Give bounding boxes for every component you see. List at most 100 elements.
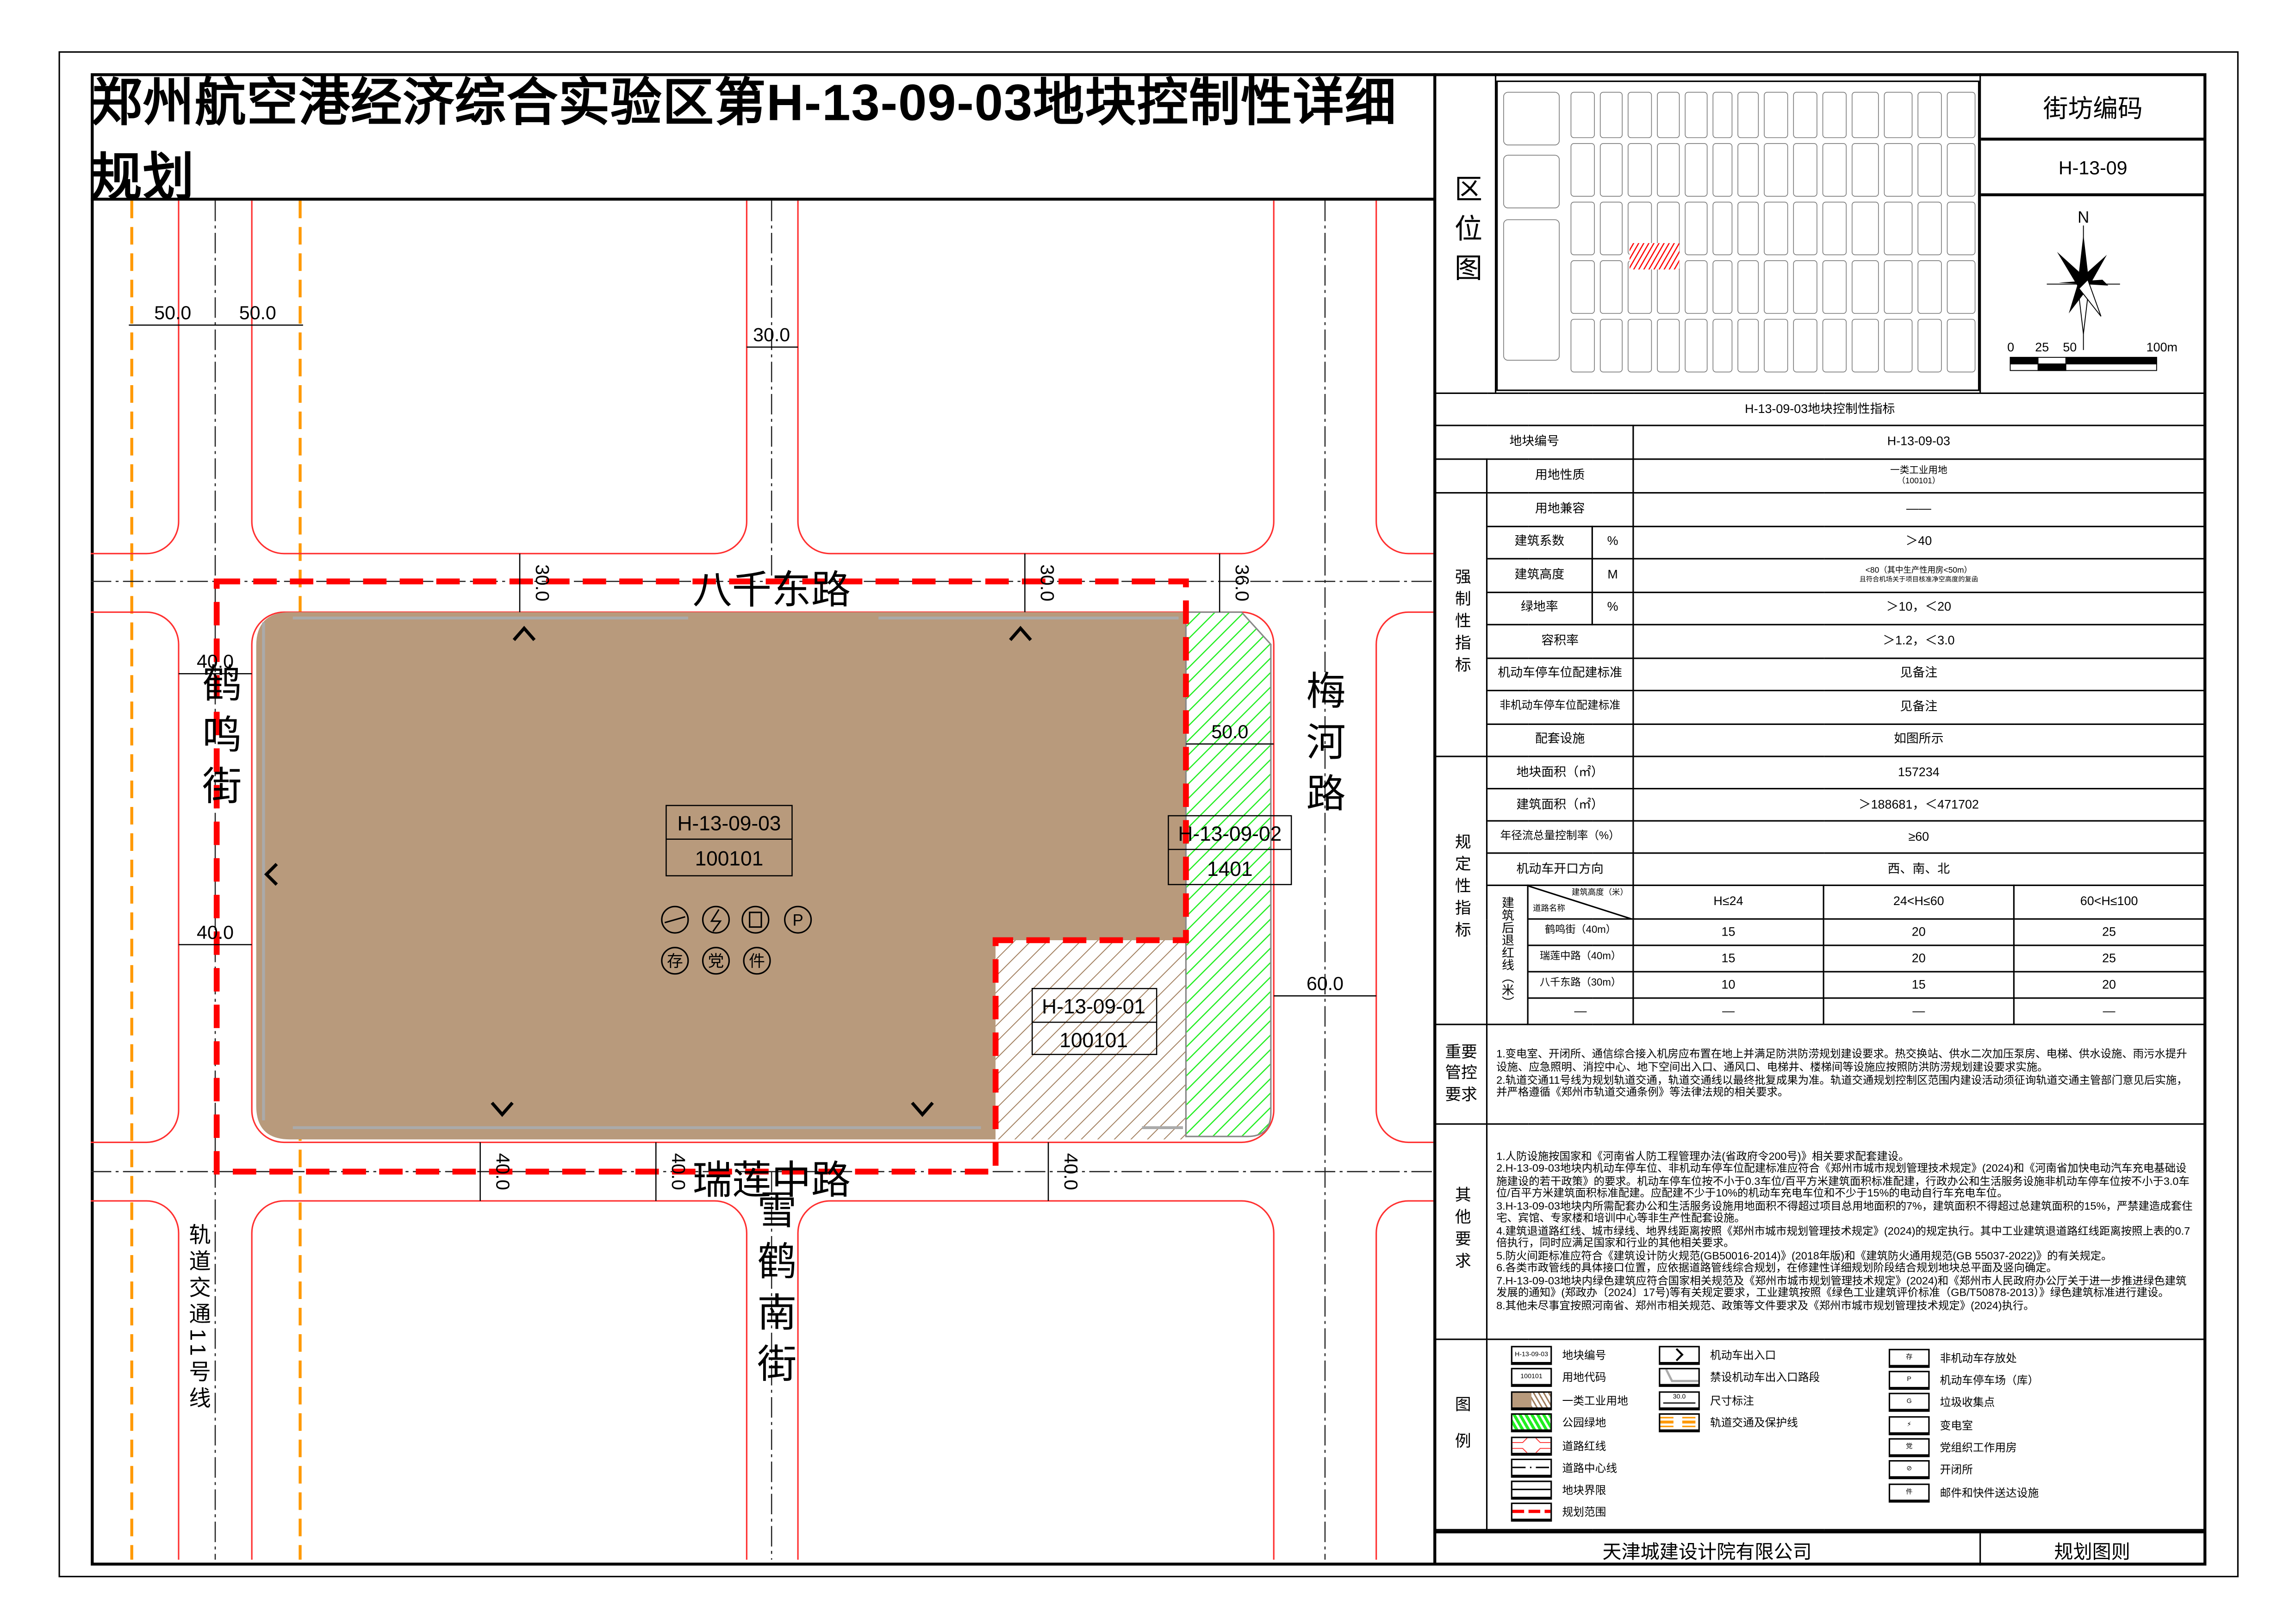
locator-block — [1917, 319, 1942, 373]
svg-text:50.0: 50.0 — [154, 302, 191, 324]
legend-item-bike-parking: 存非机动车存放处 — [1888, 1348, 2017, 1368]
locator-block — [1737, 92, 1759, 138]
locator-block — [1685, 143, 1708, 197]
row-value: ＞1.2，＜3.0 — [1632, 624, 2205, 658]
setback-label: 建筑后退红线（米） — [1486, 884, 1529, 1025]
locator-block — [1503, 219, 1560, 361]
svg-text:25: 25 — [2035, 340, 2049, 354]
locator-block — [1822, 201, 1847, 256]
locator-block — [1793, 92, 1817, 138]
locator-block — [1947, 143, 1976, 197]
row-label: 用地兼容 — [1486, 492, 1634, 527]
svg-text:30.0: 30.0 — [532, 564, 553, 601]
locator-block — [1764, 201, 1788, 256]
road-name-hmj: 鹤鸣街 — [196, 662, 242, 816]
locator-block — [1570, 260, 1595, 314]
locator-block — [1503, 92, 1560, 145]
locator-block — [1822, 143, 1847, 197]
row-unit: % — [1591, 525, 1634, 560]
parcel-label-h-13-09-03: H-13-09-03 100101 — [666, 805, 793, 877]
setback-corner-header: 建筑高度（米）道路名称 — [1527, 884, 1634, 920]
substation-icon — [702, 906, 730, 934]
legend-item-road-red-line: 道路红线 — [1511, 1436, 1606, 1455]
north-label: N — [2078, 209, 2089, 226]
road-name-bqdl: 八千东路 — [692, 568, 851, 612]
row-label: 建筑面积（㎡） — [1486, 787, 1634, 822]
locator-block — [1599, 201, 1623, 256]
row-label: 建筑高度 — [1486, 558, 1593, 593]
locator-block — [1570, 201, 1595, 256]
vehicle-entrance-arrows — [264, 625, 1032, 1117]
locator-block — [1737, 143, 1759, 197]
sheet-name: 规划图则 — [2054, 1540, 2130, 1562]
legend-item-no-entrance: 禁设机动车出入口路段 — [1659, 1367, 1820, 1387]
svg-text:40.0: 40.0 — [197, 922, 234, 943]
legend-item-switch-station: ⊘开闭所 — [1888, 1459, 1973, 1479]
locator-block — [1917, 201, 1942, 256]
parcel-h-13-09-01-fill[interactable] — [996, 940, 1186, 1140]
svg-text:30.0: 30.0 — [1037, 564, 1058, 601]
parcel-h-13-09-02-fill[interactable] — [1185, 611, 1272, 1137]
road-names: 八千东路 瑞莲中路 鹤鸣街 梅河路 雪鹤南街 轨道交通11号线 — [186, 568, 1345, 1413]
row-value: H-13-09-03 — [1632, 425, 2205, 460]
locator-label: 区位图 — [1436, 73, 1497, 393]
party-room-icon: 党 — [702, 947, 730, 975]
svg-text:H-13-09-02: H-13-09-02 — [1178, 823, 1282, 845]
row-value: ＞188681，＜471702 — [1632, 787, 2205, 822]
locator-block — [1822, 319, 1847, 373]
legend-item-planning-scope: 规划范围 — [1511, 1502, 1606, 1521]
row-label: 地块编号 — [1435, 425, 1634, 460]
svg-text:50: 50 — [2063, 340, 2077, 354]
table-title: H-13-09-03地块控制性指标 — [1435, 392, 2205, 426]
mandatory-group-label: 强制性指标 — [1435, 492, 1488, 757]
legend-item-rail: 轨道交通及保护线 — [1659, 1412, 1798, 1432]
row-value: ≥60 — [1632, 820, 2205, 854]
row-value: ＞40 — [1632, 525, 2205, 560]
locator-block — [1503, 155, 1560, 209]
locator-block — [1822, 92, 1847, 138]
locator-block — [1685, 92, 1708, 138]
locator-block — [1793, 319, 1817, 373]
row-value: —— — [1632, 492, 2205, 527]
svg-text:存: 存 — [667, 952, 683, 970]
locator-block — [1852, 143, 1879, 197]
locator-block — [1793, 143, 1817, 197]
site-location-marker — [1629, 243, 1680, 270]
locator-block — [1712, 201, 1733, 256]
facility-icons: P 存 党 件 — [661, 906, 812, 975]
svg-text:40.0: 40.0 — [197, 651, 234, 672]
site-plan-map: H-13-09-03 100101 H-13-09-02 1401 H-13-0… — [91, 200, 1434, 1560]
locator-block — [1917, 92, 1942, 138]
locator-block — [1685, 201, 1708, 256]
row-label: 年径流总量控制率（%） — [1486, 820, 1634, 854]
legend-label: 图例 — [1435, 1338, 1488, 1530]
north-arrow-icon — [2047, 225, 2120, 350]
locator-map — [1496, 80, 1980, 391]
svg-text:50.0: 50.0 — [239, 302, 276, 324]
row-label: 地块面积（㎡） — [1486, 756, 1634, 790]
company-name: 天津城建设计院有限公司 — [1435, 1533, 1981, 1566]
row-label: 机动车停车位配建标准 — [1486, 656, 1634, 692]
locator-block — [1764, 92, 1788, 138]
block-code-box: 街坊编码 H-13-09 N 0 25 50 100m — [1979, 73, 2205, 393]
locator-block — [1884, 319, 1913, 373]
svg-text:100101: 100101 — [1059, 1029, 1128, 1052]
svg-text:30.0: 30.0 — [753, 324, 790, 345]
no-entrance-segments — [262, 616, 1183, 1130]
other-requirements-label: 其他要求 — [1435, 1123, 1488, 1340]
svg-text:党: 党 — [708, 952, 724, 970]
row-label: 非机动车停车位配建标准 — [1486, 690, 1634, 725]
row-value: ＞10，＜20 — [1632, 591, 2205, 625]
guiding-group-label: 规定性指标 — [1435, 756, 1488, 1025]
locator-block — [1570, 319, 1595, 373]
locator-block — [1599, 143, 1623, 197]
outer-frame — [58, 51, 2239, 1578]
locator-block — [1884, 143, 1913, 197]
svg-text:100101: 100101 — [695, 848, 764, 870]
locator-block — [1628, 319, 1652, 373]
legend-item-party-room: 党党组织工作用房 — [1888, 1437, 2017, 1457]
